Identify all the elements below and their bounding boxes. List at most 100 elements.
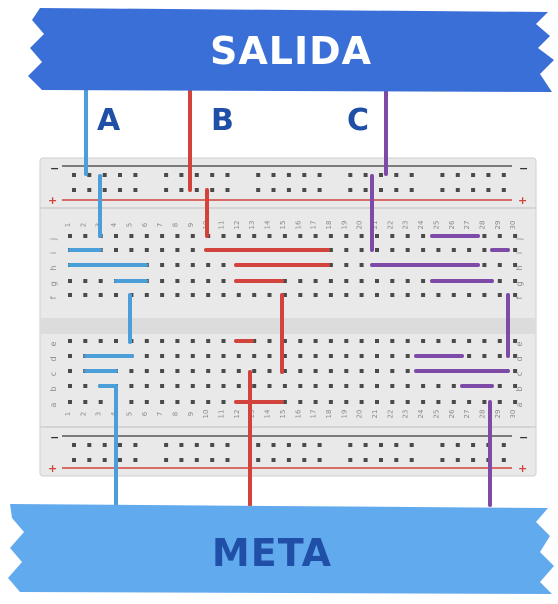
terminal-hole <box>236 354 241 358</box>
terminal-hole <box>405 369 410 373</box>
terminal-hole <box>68 400 72 404</box>
rail-hole <box>194 458 199 462</box>
row-letter-right: d <box>515 356 524 361</box>
terminal-hole <box>497 339 502 343</box>
terminal-hole <box>190 234 195 238</box>
bottom-banner-title: META <box>212 531 332 575</box>
terminal-hole <box>282 234 287 238</box>
top-right-plus-sign: + <box>518 194 527 207</box>
terminal-hole <box>252 339 257 343</box>
terminal-hole <box>282 293 287 297</box>
terminal-hole <box>114 293 118 297</box>
terminal-hole <box>451 384 456 388</box>
terminal-hole <box>252 234 257 238</box>
terminal-hole <box>328 369 333 373</box>
rail-hole <box>133 173 138 177</box>
terminal-hole <box>298 234 303 238</box>
column-number-top: 15 <box>279 221 287 230</box>
column-number-top: 9 <box>187 223 195 227</box>
terminal-hole <box>344 339 349 343</box>
terminal-hole <box>390 293 395 297</box>
rail-hole <box>471 443 476 447</box>
row-letter-right: c <box>515 372 524 376</box>
terminal-hole <box>390 369 395 373</box>
terminal-hole <box>497 234 502 238</box>
rail-hole <box>409 443 414 447</box>
terminal-hole <box>421 293 426 297</box>
column-number-top: 6 <box>141 222 149 227</box>
column-number-bottom: 25 <box>432 410 440 419</box>
terminal-hole <box>190 369 195 373</box>
column-number-bottom: 15 <box>279 410 287 419</box>
terminal-hole <box>359 369 364 373</box>
terminal-hole <box>267 384 272 388</box>
terminal-hole <box>513 384 518 388</box>
terminal-hole <box>282 384 287 388</box>
terminal-hole <box>298 400 303 404</box>
terminal-hole <box>298 279 303 283</box>
terminal-hole <box>513 354 518 358</box>
terminal-hole <box>328 384 333 388</box>
terminal-hole <box>467 293 472 297</box>
column-number-bottom: 7 <box>156 412 164 416</box>
terminal-hole <box>267 234 272 238</box>
rail-hole <box>455 188 460 192</box>
path-c-wires <box>370 88 510 507</box>
rail-hole <box>194 443 199 447</box>
row-letter-left: h <box>49 265 58 270</box>
terminal-hole <box>344 384 349 388</box>
terminal-hole <box>467 248 472 252</box>
terminal-hole <box>206 339 211 343</box>
rail-hole <box>164 173 169 177</box>
terminal-hole <box>313 400 318 404</box>
terminal-hole <box>344 263 349 267</box>
terminal-hole <box>68 384 72 388</box>
row-letter-right: f <box>515 296 524 299</box>
terminal-hole <box>175 400 180 404</box>
terminal-hole <box>129 369 134 373</box>
column-number-top: 5 <box>125 223 133 227</box>
column-number-top: 28 <box>478 221 486 230</box>
terminal-hole <box>144 234 149 238</box>
rail-hole <box>379 458 383 462</box>
terminal-hole <box>282 354 287 358</box>
column-number-bottom: 3 <box>95 412 103 416</box>
column-number-bottom: 18 <box>325 410 333 419</box>
terminal-hole <box>83 293 88 297</box>
rail-hole <box>286 188 291 192</box>
terminal-hole <box>344 248 349 252</box>
terminal-hole <box>497 400 502 404</box>
rail-hole <box>194 188 199 192</box>
terminal-hole <box>236 369 241 373</box>
column-number-bottom: 22 <box>386 410 394 419</box>
terminal-hole <box>375 384 379 388</box>
terminal-hole <box>68 293 72 297</box>
terminal-hole <box>359 263 364 267</box>
rail-hole <box>118 443 122 447</box>
terminal-hole <box>436 400 441 404</box>
rail-hole <box>486 173 491 177</box>
terminal-hole <box>282 279 287 283</box>
terminal-hole <box>252 369 257 373</box>
rail-hole <box>164 188 169 192</box>
rail-hole <box>210 458 215 462</box>
terminal-hole <box>375 279 379 283</box>
column-number-bottom: 11 <box>218 410 226 419</box>
rail-hole <box>286 443 291 447</box>
rail-hole <box>394 188 399 192</box>
terminal-hole <box>344 369 349 373</box>
terminal-hole <box>98 293 103 297</box>
terminal-hole <box>298 384 303 388</box>
terminal-hole <box>175 263 180 267</box>
row-letter-left: i <box>49 252 58 254</box>
terminal-hole <box>497 279 502 283</box>
column-number-bottom: 16 <box>294 409 302 418</box>
column-number-bottom: 17 <box>310 410 318 419</box>
terminal-hole <box>513 293 518 297</box>
terminal-hole <box>236 384 241 388</box>
row-letter-right: b <box>515 386 524 391</box>
rail-hole <box>164 458 169 462</box>
terminal-hole <box>175 339 180 343</box>
rail-hole <box>179 458 184 462</box>
